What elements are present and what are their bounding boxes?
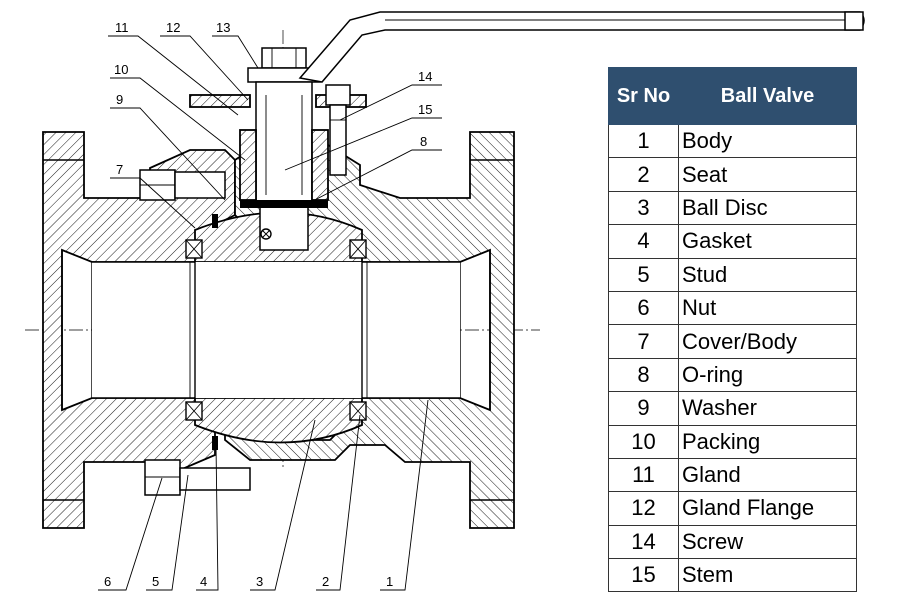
sr-no-cell: 4 [608,224,679,259]
callout-8: 8 [420,134,427,149]
header-ball-valve: Ball Valve [678,67,857,125]
part-name-cell: Ball Disc [678,190,857,226]
sr-no-cell: 1 [608,123,679,159]
sr-no-cell: 2 [608,157,679,192]
part-name-cell: Stem [678,558,857,593]
stud-nut-top [139,169,226,201]
callout-3: 3 [256,574,263,589]
part-name-cell: Gland [678,457,857,493]
sr-no-cell: 10 [608,424,679,459]
callout-4: 4 [200,574,207,589]
part-name-cell: Screw [678,524,857,560]
sr-no-cell: 3 [608,190,679,226]
callout-12: 12 [166,20,180,35]
sr-no-cell: 8 [608,357,679,393]
sr-no-cell: 6 [608,290,679,326]
part-name-cell: Cover/Body [678,324,857,359]
gasket-bottom [212,436,218,450]
part-name-cell: Gland Flange [678,491,857,526]
sr-no-cell: 9 [608,391,679,426]
sr-no-cell: 7 [608,324,679,359]
gasket-top [212,214,218,228]
callout-5: 5 [152,574,159,589]
seats [185,239,367,421]
screw [325,84,351,176]
part-name-cell: Washer [678,391,857,426]
callout-13: 13 [216,20,230,35]
callout-11: 11 [115,20,129,35]
parts-table-header: Sr No Ball Valve [608,67,857,125]
callout-15: 15 [418,102,432,117]
part-name-cell: Nut [678,290,857,326]
callout-labels: 11 12 13 10 9 7 14 15 8 6 5 4 3 2 1 [104,20,432,589]
part-name-cell: Stud [678,257,857,292]
callout-leaders [98,35,442,591]
header-sr-no: Sr No [608,67,679,125]
part-name-cell: Gasket [678,224,857,259]
callout-7: 7 [116,162,123,177]
callout-1: 1 [386,574,393,589]
callout-14: 14 [418,69,432,84]
part-name-cell: Body [678,123,857,159]
part-name-cell: Seat [678,157,857,192]
callout-10: 10 [114,62,128,77]
part-name-cell: Packing [678,424,857,459]
callout-2: 2 [322,574,329,589]
callout-6: 6 [104,574,111,589]
handle-lever [298,11,865,83]
sr-no-cell: 14 [608,524,679,560]
part-name-cell: O-ring [678,357,857,393]
sr-no-cell: 15 [608,558,679,593]
sr-no-cell: 12 [608,491,679,526]
sr-no-cell: 11 [608,457,679,493]
callout-9: 9 [116,92,123,107]
sr-no-cell: 5 [608,257,679,292]
stud-nut-bottom [144,459,251,496]
